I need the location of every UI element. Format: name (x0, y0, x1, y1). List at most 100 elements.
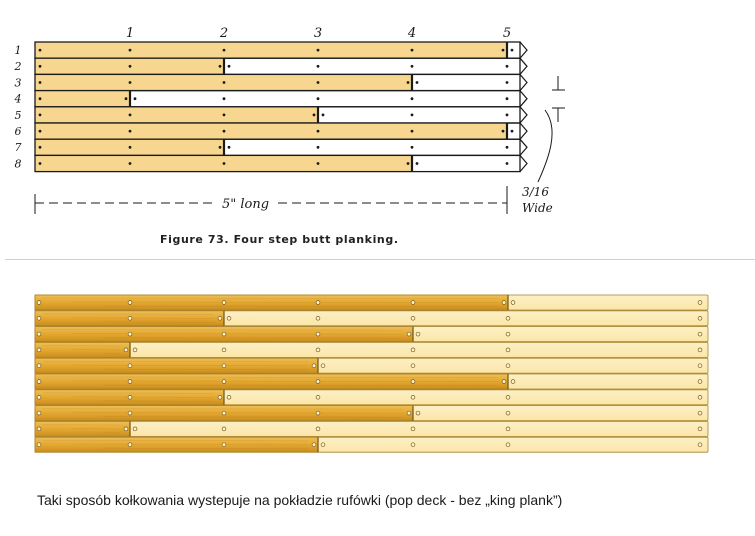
column-number: 1 (126, 26, 134, 41)
wood-grain (102, 353, 121, 355)
wood-grain (42, 360, 309, 363)
peg (221, 300, 227, 305)
nail-mark (38, 113, 42, 117)
peg (505, 426, 511, 432)
peg (410, 426, 416, 432)
nail-mark (410, 145, 414, 149)
nail-mark (410, 113, 414, 117)
leader-curve (537, 109, 553, 183)
wood-grain (42, 297, 499, 299)
nail-mark (38, 97, 42, 101)
nail-mark (128, 113, 132, 117)
plank-fill (35, 123, 507, 140)
nail-mark (128, 48, 132, 52)
wood-grain (102, 400, 215, 402)
nail-mark (38, 162, 42, 165)
wood-grain (102, 337, 404, 339)
peg (123, 426, 129, 432)
row-number: 6 (15, 125, 22, 138)
peg (415, 331, 421, 337)
width-label-word: Wide (522, 201, 553, 215)
wood-grain (72, 317, 215, 319)
peg (127, 410, 133, 416)
nail-mark (505, 145, 509, 149)
peg (410, 347, 416, 353)
column-number: 5 (503, 26, 511, 41)
nail-mark (222, 113, 226, 117)
peg (697, 442, 703, 447)
row-number: 7 (15, 141, 22, 154)
wood-grain (72, 349, 121, 351)
peg (36, 395, 42, 400)
wood-grain (72, 428, 121, 430)
peg (36, 300, 42, 305)
peg (315, 426, 321, 432)
peg (217, 316, 223, 321)
nail-mark (227, 64, 231, 68)
nail-mark (38, 145, 42, 149)
peg (505, 410, 511, 416)
peg (697, 410, 703, 416)
nail-mark (410, 129, 414, 133)
row-number: 4 (14, 93, 22, 106)
nail-mark (406, 81, 410, 84)
nail-mark (128, 129, 132, 133)
nail-mark (406, 162, 410, 165)
peg (315, 300, 321, 305)
nail-mark (316, 162, 320, 165)
peg (127, 316, 133, 321)
peg (217, 395, 223, 400)
peg (320, 363, 326, 368)
wood-grain (102, 305, 499, 307)
peg (410, 316, 416, 321)
nail-mark (133, 97, 137, 101)
peg (697, 379, 703, 384)
nail-mark (218, 145, 222, 149)
column-number: 2 (219, 26, 228, 41)
nail-mark (505, 81, 509, 84)
peg (505, 331, 511, 337)
peg (505, 442, 511, 447)
row-number: 5 (15, 109, 22, 122)
peg (315, 331, 321, 337)
peg (36, 379, 42, 384)
width-label-fraction: 3/16 (522, 185, 549, 199)
nail-mark (128, 64, 132, 68)
nail-mark (312, 113, 316, 117)
peg (406, 331, 412, 337)
peg (221, 347, 227, 353)
row-number: 8 (15, 157, 22, 170)
peg (127, 363, 133, 368)
peg (132, 347, 138, 353)
nail-mark (505, 162, 509, 165)
peg (410, 442, 416, 447)
peg (226, 395, 232, 400)
peg (315, 395, 321, 400)
peg (415, 410, 421, 416)
peg (697, 316, 703, 321)
nail-mark (501, 129, 505, 133)
wood-grain (102, 432, 121, 434)
nail-mark (415, 162, 419, 165)
nail-mark (316, 145, 320, 149)
peg (132, 426, 138, 432)
wood-grain (42, 313, 215, 315)
wood-grain (72, 301, 499, 303)
peg (410, 379, 416, 384)
peg (221, 410, 227, 416)
peg (320, 442, 326, 447)
peg (501, 379, 507, 384)
nail-mark (505, 113, 509, 117)
nail-mark (316, 81, 320, 84)
nail-mark (222, 97, 226, 101)
nail-mark (222, 81, 226, 84)
peg (221, 331, 227, 337)
section-divider (5, 259, 755, 260)
peg (315, 316, 321, 321)
peg (127, 442, 133, 447)
peg (221, 379, 227, 384)
peg (127, 379, 133, 384)
peg (697, 300, 703, 305)
peg (410, 395, 416, 400)
